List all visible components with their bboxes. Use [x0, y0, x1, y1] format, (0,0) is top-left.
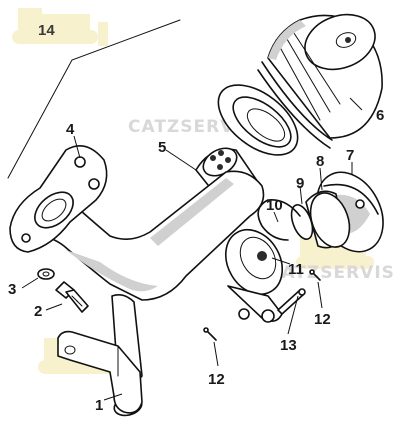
callout-13: 13	[280, 337, 297, 354]
watermark-logo-top	[12, 8, 108, 46]
callout-9: 9	[296, 175, 304, 192]
callout-7: 7	[346, 147, 354, 164]
part-14-reference-line	[7, 19, 181, 179]
watermark-text-right: CATZSERVIS	[268, 263, 395, 283]
callout-6: 6	[376, 107, 384, 124]
part-1-mounting-strap	[57, 330, 143, 414]
part-6-air-filter	[257, 13, 383, 149]
part-8-dust-cup	[305, 190, 351, 249]
callout-1: 1	[95, 397, 103, 414]
part-12-cotter-pin-a	[309, 269, 321, 281]
part-9-seal	[290, 204, 314, 240]
part-11-valve-flange	[224, 229, 284, 323]
gasket-ring	[217, 84, 299, 156]
callout-12-bottom: 12	[208, 371, 225, 388]
part-10-clip-ring	[257, 199, 301, 241]
callout-5: 5	[158, 139, 166, 156]
callout-3: 3	[8, 281, 16, 298]
callout-12-right: 12	[314, 311, 331, 328]
part-3-lock-washer	[37, 268, 55, 280]
callout-14: 14	[38, 22, 55, 39]
callout-4: 4	[66, 121, 75, 138]
callout-11: 11	[288, 261, 304, 278]
part-2-bolt	[55, 281, 89, 313]
callout-2: 2	[34, 303, 42, 320]
callout-8: 8	[316, 153, 324, 170]
callout-10: 10	[266, 197, 283, 214]
part-12-cotter-pin-b	[203, 327, 217, 341]
part-13-pin	[277, 288, 306, 315]
leader-lines	[21, 97, 363, 401]
